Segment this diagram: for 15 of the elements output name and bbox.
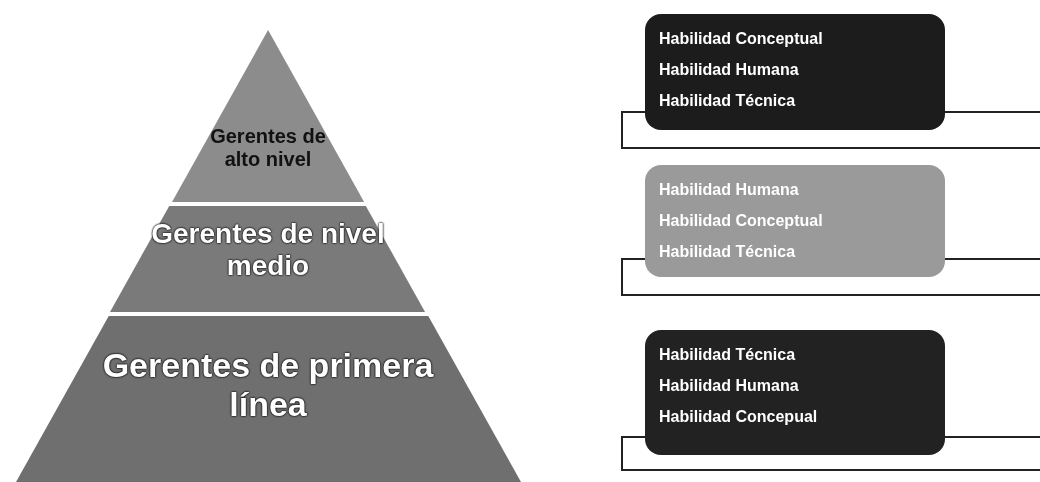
skill-text: Habilidad Conceptual — [659, 29, 823, 49]
skill-text: Habilidad Técnica — [659, 91, 796, 111]
skill-text: Habilidad Conceptual — [659, 211, 823, 231]
level-title: Gerentes de nivel medio — [150, 218, 386, 282]
skill-text: Habilidad Técnica — [659, 242, 796, 262]
skill-text: Habilidad Humana — [659, 60, 799, 80]
level-title: Gerentes de primera línea — [101, 346, 435, 424]
skill-text: Habilidad Concepual — [659, 407, 818, 427]
skills-card — [645, 165, 945, 277]
skill-text: Habilidad Técnica — [659, 345, 796, 365]
skill-text: Habilidad Humana — [659, 180, 799, 200]
skills-card — [645, 330, 945, 455]
skill-text: Habilidad Humana — [659, 376, 799, 396]
level-title: Gerentes de alto nivel — [209, 125, 327, 171]
skills-card — [645, 14, 945, 130]
